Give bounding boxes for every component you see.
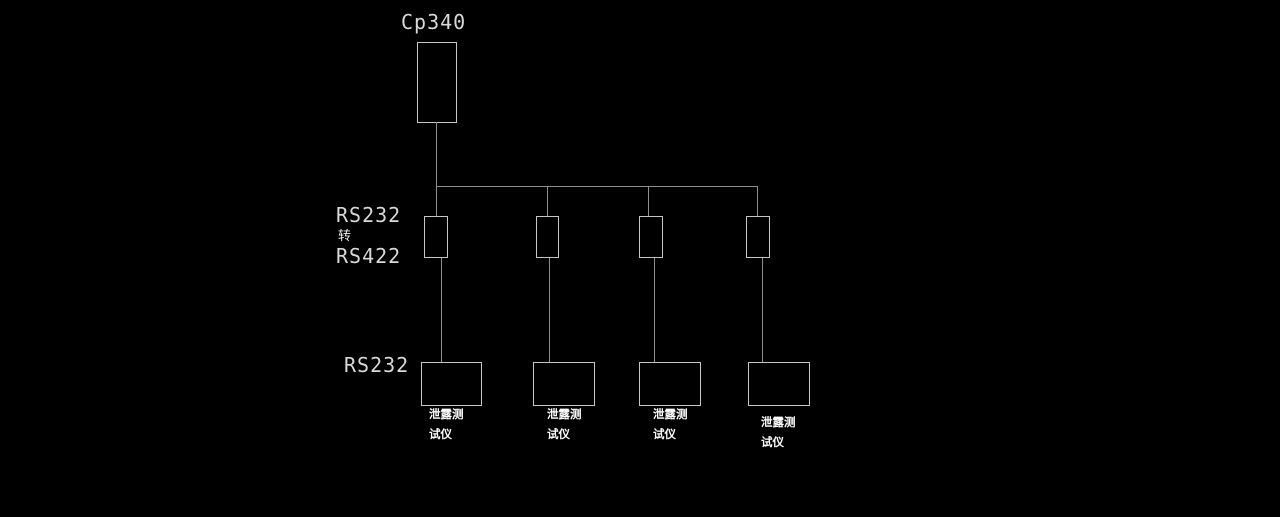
- converter-label-rs232: RS232: [336, 203, 402, 227]
- device-box-1: [421, 362, 482, 406]
- converter-box-2: [536, 216, 559, 258]
- wire-serial-3: [654, 258, 655, 363]
- device-label-4-line2: 试仪: [761, 435, 784, 449]
- device-label-3-line2: 试仪: [653, 427, 676, 441]
- device-box-4: [748, 362, 810, 406]
- device-label-1-line2: 试仪: [429, 427, 452, 441]
- device-box-3: [639, 362, 701, 406]
- converter-label-rs422: RS422: [336, 244, 402, 268]
- converter-box-1: [424, 216, 448, 258]
- controller-box: [417, 42, 457, 123]
- converter-box-4: [746, 216, 770, 258]
- wire-drop-3: [648, 186, 649, 217]
- wire-drop-2: [547, 186, 548, 217]
- wire-serial-1: [441, 258, 442, 363]
- device-label-1-line1: 泄露测: [429, 407, 464, 421]
- device-label-4-line1: 泄露测: [761, 415, 796, 429]
- wire-serial-4: [762, 258, 763, 363]
- converter-label-zhuan: 转: [338, 229, 352, 244]
- wire-drop-1: [436, 186, 437, 217]
- device-box-2: [533, 362, 595, 406]
- wire-drop-4: [757, 186, 758, 217]
- wire-serial-2: [549, 258, 550, 363]
- converter-box-3: [639, 216, 663, 258]
- device-label-4: 泄露测 试仪: [761, 412, 796, 452]
- serial-link-label: RS232: [344, 353, 410, 377]
- wire-bus: [436, 186, 758, 187]
- device-label-2: 泄露测 试仪: [547, 404, 582, 444]
- device-label-3-line1: 泄露测: [653, 407, 688, 421]
- device-label-3: 泄露测 试仪: [653, 404, 688, 444]
- device-label-1: 泄露测 试仪: [429, 404, 464, 444]
- controller-label: Cp340: [401, 10, 467, 34]
- device-label-2-line2: 试仪: [547, 427, 570, 441]
- device-label-2-line1: 泄露测: [547, 407, 582, 421]
- wire-controller-stem: [436, 122, 437, 187]
